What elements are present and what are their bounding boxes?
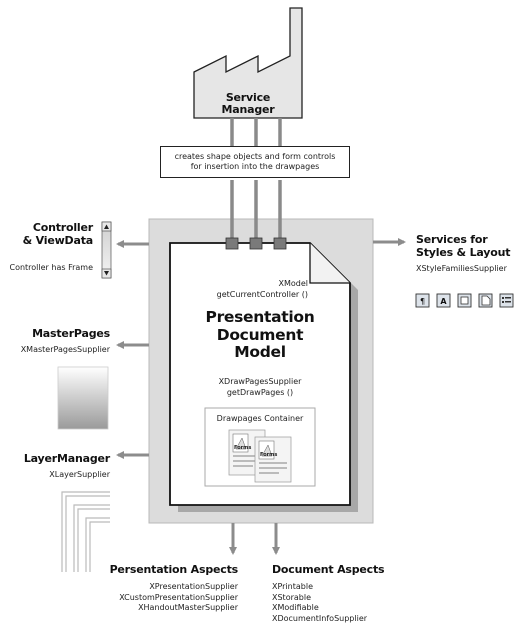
controller-title: Controller & ViewData bbox=[0, 221, 94, 247]
document-aspect-item: XPrintable bbox=[272, 582, 314, 591]
document-title: Presentation Document Model bbox=[175, 308, 345, 362]
masterpages-swatch bbox=[57, 366, 109, 430]
service-manager-label: Service Manager bbox=[200, 92, 296, 116]
creates-connectors bbox=[230, 180, 282, 240]
masterpages-interface: XMasterPagesSupplier bbox=[20, 345, 110, 354]
controller-caption: Controller has Frame bbox=[9, 263, 93, 272]
layer-stack-lines bbox=[61, 491, 110, 572]
page-dogear bbox=[309, 243, 350, 284]
layermanager-title: LayerManager bbox=[23, 452, 110, 465]
paragraph-style-icon: ¶ bbox=[415, 293, 430, 308]
creates-line2: for insertion into the drawpages bbox=[190, 162, 320, 171]
presentation-aspect-item: XPresentationSupplier bbox=[149, 582, 238, 591]
service-manager-factory bbox=[193, 7, 303, 119]
service-manager-line2: Manager bbox=[221, 103, 275, 116]
document-title-line2: Document bbox=[216, 325, 304, 344]
document-aspect-item: XStorable bbox=[272, 592, 312, 602]
page-style-icon bbox=[478, 293, 493, 308]
svg-text:¶: ¶ bbox=[420, 297, 425, 306]
xmodel-label: XModel bbox=[278, 279, 309, 288]
document-title-line3: Model bbox=[234, 343, 286, 361]
creates-box: creates shape objects and form controls … bbox=[160, 146, 350, 178]
controller-title-line1: Controller bbox=[32, 221, 93, 234]
controller-scrollbar bbox=[101, 221, 112, 279]
get-drawpages-label: getDrawPages () bbox=[226, 388, 294, 397]
presentation-aspects-list: XPresentationSupplier XCustomPresentatio… bbox=[60, 582, 238, 614]
presentation-aspects-title: Persentation Aspects bbox=[109, 563, 239, 576]
xdrawpages-label: XDrawPagesSupplier bbox=[218, 377, 302, 386]
presentation-aspect-item: XHandoutMasterSupplier bbox=[138, 603, 238, 612]
layermanager-interface: XLayerSupplier bbox=[49, 470, 110, 479]
drawpages-container-label: Drawpages Container bbox=[216, 414, 304, 423]
document-aspect-item: XModifiable bbox=[272, 603, 319, 612]
numbering-style-icon bbox=[499, 293, 514, 308]
interface-ports bbox=[225, 237, 287, 250]
masterpages-title: MasterPages bbox=[32, 327, 110, 340]
relation-arrows bbox=[116, 238, 406, 555]
style-family-icons: ¶ A bbox=[415, 293, 514, 308]
services-title-line2: Styles & Layout bbox=[416, 246, 511, 259]
factory-connectors bbox=[230, 118, 282, 146]
document-aspect-item: XDocumentInfoSupplier bbox=[272, 613, 368, 623]
svg-text:A: A bbox=[440, 297, 447, 306]
presentation-aspect-item: XCustomPresentationSupplier bbox=[119, 592, 238, 602]
character-style-icon: A bbox=[436, 293, 451, 308]
controller-title-line2: & ViewData bbox=[22, 234, 94, 247]
service-manager-line1: Service bbox=[225, 91, 271, 104]
frame-style-icon bbox=[457, 293, 472, 308]
services-title: Services for Styles & Layout bbox=[416, 233, 510, 259]
document-title-line1: Presentation bbox=[205, 308, 315, 326]
services-interface: XStyleFamiliesSupplier bbox=[416, 264, 507, 273]
document-aspects-list: XPrintable XStorable XModifiable XDocume… bbox=[272, 582, 367, 626]
get-controller-label: getCurrentController () bbox=[216, 290, 308, 299]
drawpage-thumbnails bbox=[228, 429, 292, 483]
creates-line1: creates shape objects and form controls bbox=[174, 152, 336, 161]
services-title-line1: Services for bbox=[416, 233, 488, 246]
forms-label-2: Forms bbox=[260, 452, 278, 458]
document-aspects-title: Document Aspects bbox=[272, 563, 385, 576]
forms-label-1: Forms bbox=[234, 445, 252, 451]
